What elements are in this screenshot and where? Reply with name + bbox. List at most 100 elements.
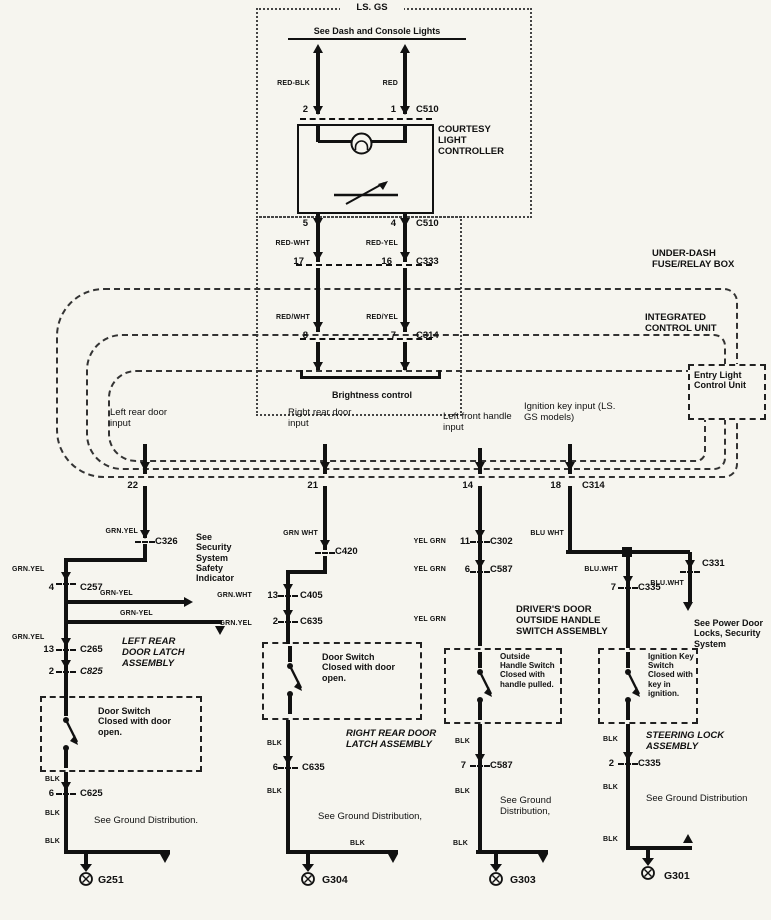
wire-bend xyxy=(286,570,327,574)
input-label-right-rear: Right rear door input xyxy=(288,407,352,429)
ground-icon xyxy=(79,864,93,886)
connector-arrow-icon xyxy=(475,530,485,539)
pin-number: 16 xyxy=(381,256,392,267)
door-switch-box xyxy=(262,642,422,720)
pin-number: 6 xyxy=(272,762,278,773)
pin-number: 22 xyxy=(127,480,138,491)
wire-color-label: GRN-YEL xyxy=(100,590,133,597)
pin-number: 18 xyxy=(550,480,561,491)
input-label-ignition: Ignition key input (LS. GS models) xyxy=(524,401,616,423)
ground-note: See Ground Distribution, xyxy=(500,795,552,817)
switch-icon xyxy=(477,652,493,720)
assembly-label: STEERING LOCK ASSEMBLY xyxy=(646,730,725,753)
connector-name: C587 xyxy=(490,760,513,771)
entry-light-label: Entry Light Control Unit xyxy=(694,370,746,391)
entry-light-label-box xyxy=(688,364,766,420)
wire-color-label: BLK xyxy=(45,838,60,845)
assembly-label: LEFT REAR DOOR LATCH ASSEMBLY xyxy=(122,636,185,670)
wire-color-label: YEL GRN xyxy=(413,566,446,573)
wire-red-wht xyxy=(316,214,320,262)
group-label: LS. GS xyxy=(340,2,404,14)
ground-name: G251 xyxy=(98,874,124,886)
ls-gs-dotted-region-bottom xyxy=(256,216,462,416)
connector-line xyxy=(300,118,432,120)
wire-color-label: GRN.YEL xyxy=(12,566,45,573)
pin-number: 13 xyxy=(267,590,278,601)
wire-blk xyxy=(626,724,630,848)
ground-name: G303 xyxy=(510,874,536,886)
ground-note: See Ground Distribution, xyxy=(318,811,423,822)
bracket-tick xyxy=(300,370,303,379)
connector-arrow-icon xyxy=(61,572,71,581)
connector-arrow-icon xyxy=(623,576,633,585)
wire xyxy=(688,552,692,602)
bracket-tick xyxy=(438,370,441,379)
arrow-down-icon xyxy=(215,626,225,635)
connector-arrow-icon xyxy=(283,610,293,619)
connector-arrow-icon xyxy=(140,462,150,471)
under-dash-label: UNDER-DASH FUSE/RELAY BOX xyxy=(652,248,735,271)
wire-color-label: GRN-YEL xyxy=(120,610,153,617)
wire-blk xyxy=(286,720,290,852)
connector-name: C331 xyxy=(702,558,725,569)
controller-label: COURTESY LIGHT CONTROLLER xyxy=(438,124,504,158)
connector-line xyxy=(296,264,432,266)
pin-number: 6 xyxy=(48,788,54,799)
connector-name: C335 xyxy=(638,582,661,593)
wire-color-label: YEL GRN xyxy=(413,538,446,545)
ground-note: See Ground Distribution xyxy=(646,793,748,804)
connector-arrow-icon xyxy=(475,754,485,763)
arrow-up-icon xyxy=(400,44,410,53)
connector-name: C825 xyxy=(80,666,103,677)
connector-line xyxy=(135,541,155,543)
arrow-up-icon xyxy=(313,44,323,53)
arrow-down-icon xyxy=(683,602,693,611)
pin-number: 4 xyxy=(48,582,54,593)
ignition-key-switch-box xyxy=(598,648,698,724)
assembly-label: RIGHT REAR DOOR LATCH ASSEMBLY xyxy=(346,728,437,751)
wire-color-label: GRN.YEL xyxy=(12,634,45,641)
pin-number: 2 xyxy=(272,616,278,627)
connector-name: C510 xyxy=(416,218,439,229)
ground-name: G301 xyxy=(664,870,690,882)
pin-number: 2 xyxy=(48,666,54,677)
ground-drop xyxy=(494,850,498,864)
connector-name: C635 xyxy=(300,616,323,627)
wire-color-label: RED-WHT xyxy=(275,240,310,247)
connector-name: C420 xyxy=(335,546,358,557)
connector-line xyxy=(300,338,432,340)
wire xyxy=(568,444,572,474)
switch-note: Outside Handle Switch Closed with handle… xyxy=(500,652,555,689)
connector-name: C405 xyxy=(300,590,323,601)
wire-color-label: BLK xyxy=(603,836,618,843)
wire-color-label: RED xyxy=(382,80,398,87)
connector-arrow-icon xyxy=(400,322,410,331)
wire-grn-wht xyxy=(323,486,327,550)
connector-arrow-icon xyxy=(313,218,323,227)
ground-drop xyxy=(84,850,88,864)
wire xyxy=(476,850,548,854)
wire xyxy=(64,850,170,854)
wire-color-label: BLU.WHT xyxy=(584,566,618,573)
pin-number: 14 xyxy=(462,480,473,491)
ground-icon xyxy=(641,858,655,880)
wire-color-label: BLK xyxy=(350,840,365,847)
see-dash-note: See Dash and Console Lights xyxy=(288,26,466,41)
wire xyxy=(316,124,320,142)
wire-color-label: BLK xyxy=(603,736,618,743)
arrow-down-icon xyxy=(160,854,170,863)
wire-color-label: GRN.YEL xyxy=(105,528,138,535)
connector-name: C333 xyxy=(416,256,439,267)
connector-arrow-icon xyxy=(400,218,410,227)
wire-color-label: RED/YEL xyxy=(366,314,398,321)
pin-number: 4 xyxy=(390,218,396,229)
lamp-icon xyxy=(350,132,373,155)
connector-arrow-icon xyxy=(400,252,410,261)
brightness-bracket xyxy=(300,376,440,379)
wire-color-label: BLK xyxy=(267,788,282,795)
pin-number: 17 xyxy=(293,256,304,267)
connector-name: C510 xyxy=(416,104,439,115)
dimmer-rheostat-icon xyxy=(334,181,398,205)
wire-blk xyxy=(64,772,68,852)
